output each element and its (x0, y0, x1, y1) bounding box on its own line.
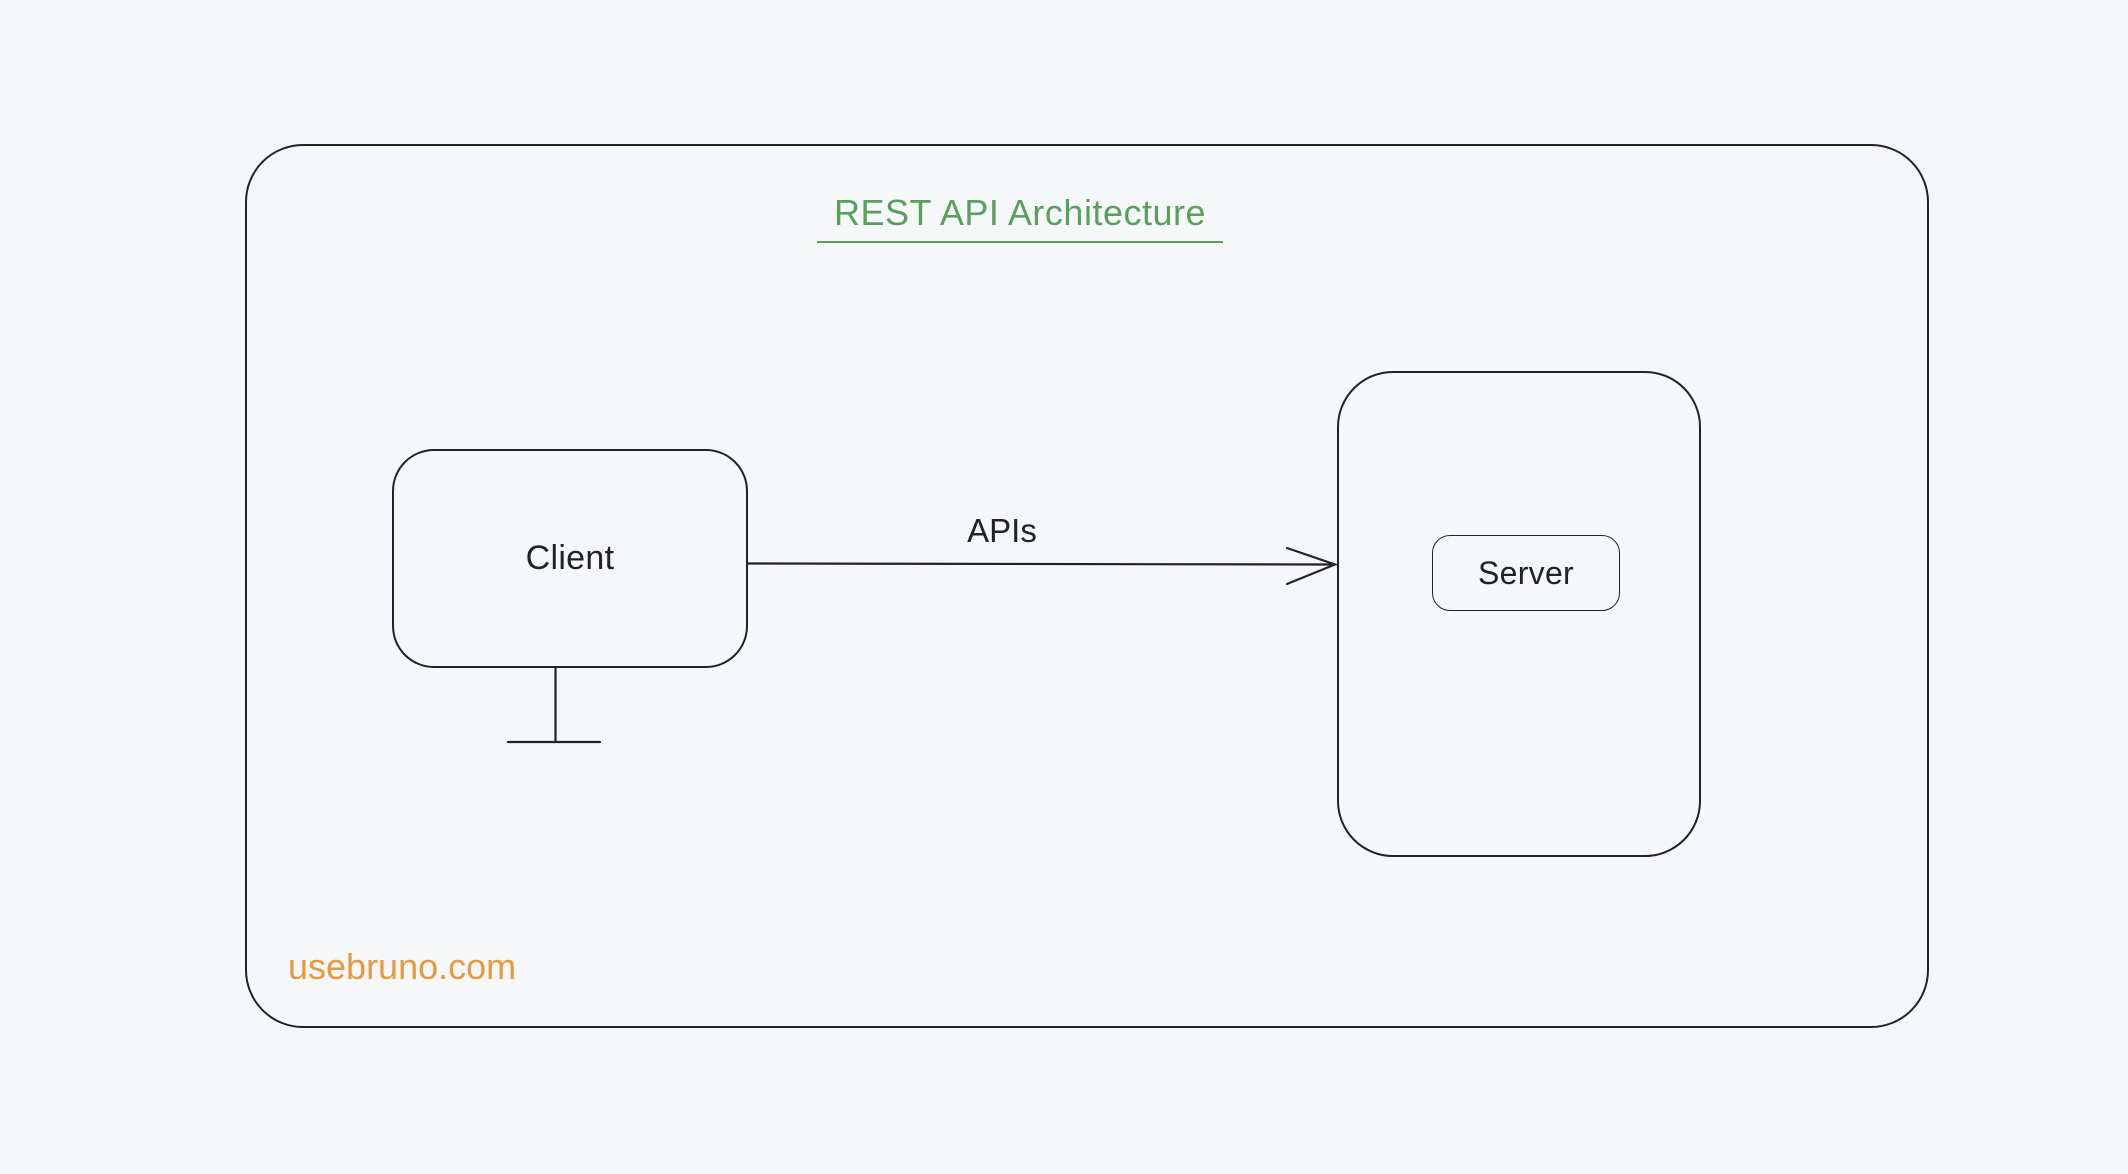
server-container (1337, 371, 1701, 857)
client-node: Client (392, 449, 748, 668)
diagram-title: REST API Architecture (834, 192, 1206, 233)
api-edge-label: APIs (967, 512, 1037, 549)
footer-url-label: usebruno.com (288, 946, 517, 987)
diagram-title-underline: REST API Architecture (817, 192, 1223, 243)
client-node-label: Client (525, 539, 615, 577)
diagram-frame (245, 144, 1929, 1028)
server-node-label: Server (1477, 554, 1575, 591)
server-node: Server (1432, 535, 1620, 611)
